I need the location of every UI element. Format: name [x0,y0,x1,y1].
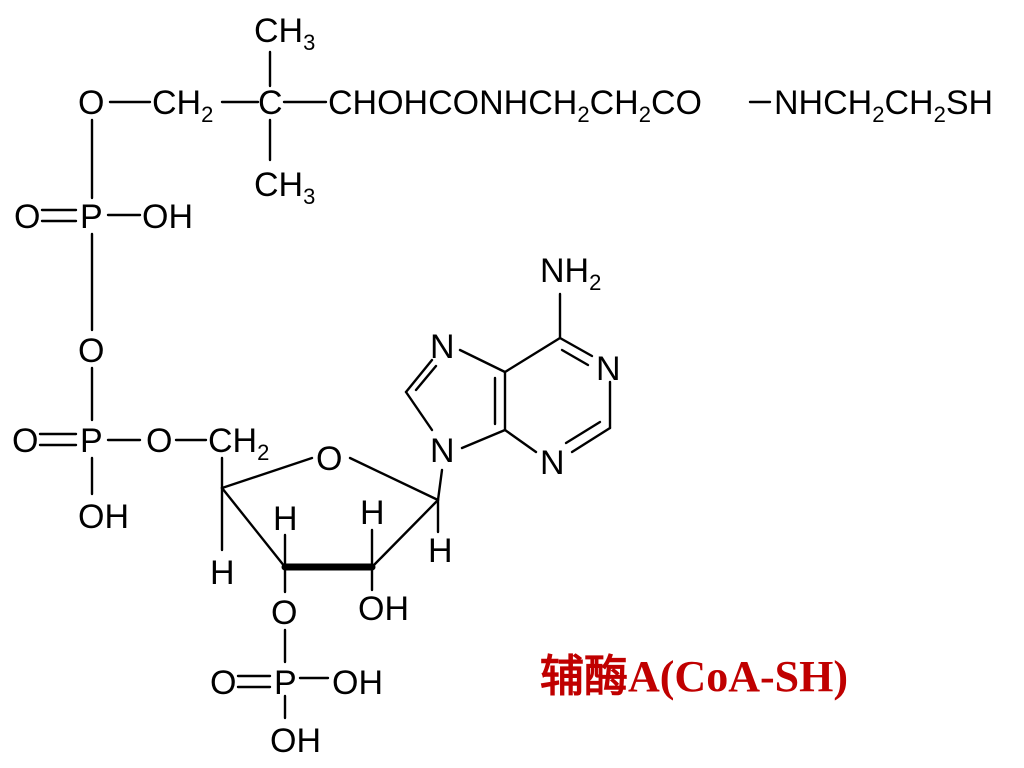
label-p3-o-double: O [210,664,236,702]
label-oh2: OH [358,590,409,628]
label-ch3-top: CH3 [254,12,315,55]
bond-c8-n7-double [414,364,438,392]
atom-labels: CH3 CH3 O CH2 C CHOHCONHCH2CH2CO NHCH2CH… [12,12,993,760]
bond-c1-n9 [436,468,444,502]
label-nh2: NH2 [540,252,601,295]
label-ch2-top: CH2 [152,84,213,127]
bond-oring-c1 [348,456,440,502]
label-h-c4: H [210,554,235,592]
label-p2-o-double: O [12,422,38,460]
bond-c5-c6 [503,336,562,374]
label-nh-chain: NHCH2CH2SH [774,84,993,127]
label-p3-oh-bottom: OH [270,722,321,760]
label-p2: P [80,422,103,460]
label-n9: N [430,432,455,470]
caption-title: 辅酶A(CoA-SH) [540,652,848,701]
label-n7: N [430,328,455,366]
bond-c8-n7 [404,358,434,394]
bond-n3-c4 [503,428,538,454]
bond-c4-c3 [220,486,287,569]
bond-c6-n1 [558,336,594,358]
bond-c4-n9 [460,428,507,450]
label-p3-oh-right: OH [332,664,383,702]
label-p1-o-double: O [14,198,40,236]
label-p2-oh: OH [78,498,129,536]
label-o-bridge: O [78,332,104,370]
label-p2-o-link: O [146,422,172,460]
bond-c2-n3-double [564,420,602,445]
bond-lines [38,50,772,720]
bond-c4-oring [220,456,314,490]
label-chain: CHOHCONHCH2CH2CO [328,84,702,127]
bond-n7-c5 [458,348,507,374]
label-p1: P [80,198,103,236]
label-ch3-bottom: CH3 [254,166,315,209]
label-n3: N [540,444,565,482]
label-o-top: O [78,84,104,122]
label-n1: N [596,350,621,388]
bond-c6-n1-double [560,348,590,367]
bond-c2-n3 [570,426,612,454]
label-h-c2: H [360,494,385,532]
label-p1-oh: OH [142,198,193,236]
label-p2-ch2: CH2 [208,422,269,465]
label-o3: O [271,594,297,632]
label-ring-o: O [316,440,342,478]
bond-c2-c1 [370,498,440,569]
label-c-quaternary: C [258,84,283,122]
label-h-c3: H [273,500,298,538]
bond-n9-c8 [404,390,434,432]
label-h-c1: H [428,532,453,570]
label-p3: P [274,664,297,702]
